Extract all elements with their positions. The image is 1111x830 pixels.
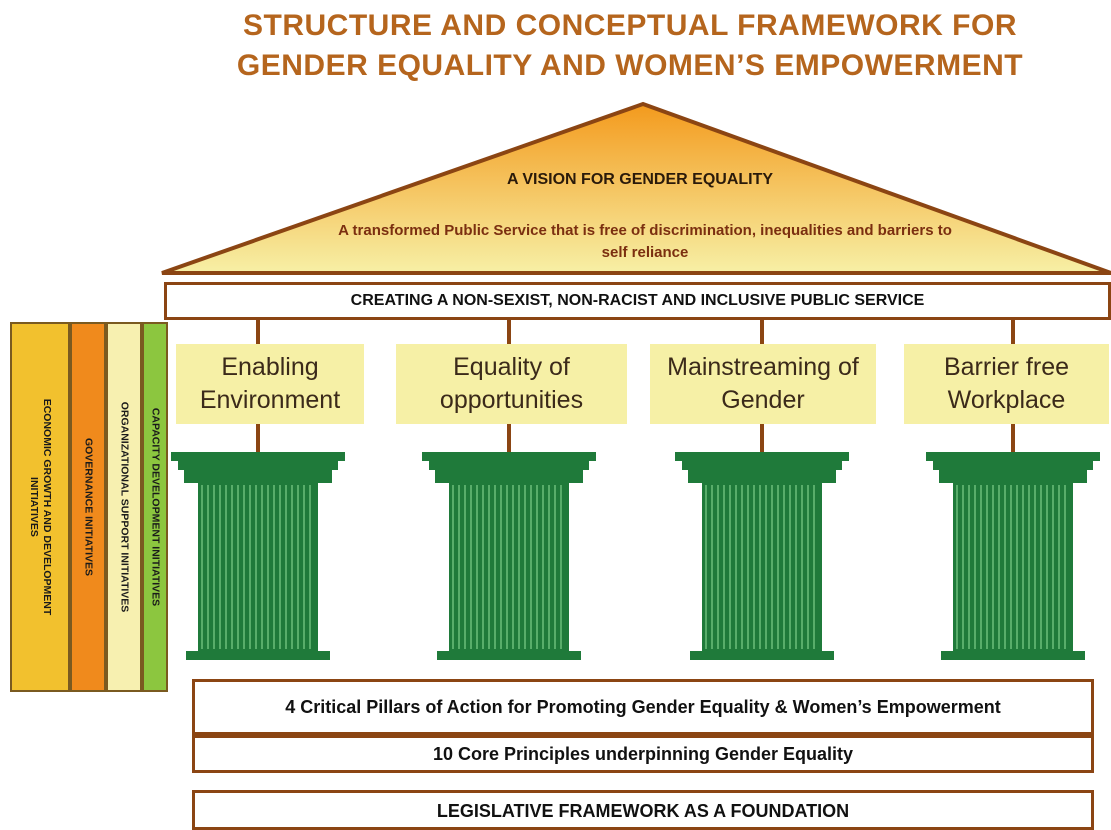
side-initiative-economic-growth: ECONOMIC GROWTH AND DEVELOPMENT INITIATI… <box>10 322 70 692</box>
pillar-label-text: Mainstreaming of Gender <box>667 353 859 414</box>
pillar-label-text: Equality of opportunities <box>439 353 584 414</box>
pillar-label-text: Barrier free Workplace <box>943 353 1070 414</box>
column-capital <box>675 452 849 461</box>
column-capital <box>688 470 836 483</box>
column-capital <box>939 470 1087 483</box>
side-initiative-governance: GOVERNANCE INITIATIVES <box>70 322 106 692</box>
column-shaft <box>198 483 318 651</box>
side-initiative-label: GOVERNANCE INITIATIVES <box>82 437 95 577</box>
side-initiative-capacity-development: CAPACITY DEVELOPMENT INITIATIVES <box>142 322 168 692</box>
column-base <box>690 651 834 660</box>
column-base <box>186 651 330 660</box>
column-shaft <box>449 483 569 651</box>
column-capital <box>926 452 1100 461</box>
critical-pillars-band: 4 Critical Pillars of Action for Promoti… <box>192 679 1094 735</box>
creating-band-label: CREATING A NON-SEXIST, NON-RACIST AND IN… <box>350 292 925 309</box>
column-shaft <box>953 483 1073 651</box>
side-initiative-label: CAPACITY DEVELOPMENT INITIATIVES <box>149 407 162 607</box>
core-principles-label: 10 Core Principles underpinning Gender E… <box>432 743 854 764</box>
legislative-foundation-label: LEGISLATIVE FRAMEWORK AS A FOUNDATION <box>436 801 850 821</box>
column-base <box>437 651 581 660</box>
column-capital <box>184 470 332 483</box>
pillar-label-barrier-free-workplace: Barrier free Workplace <box>904 344 1109 424</box>
diagram-title-line-1: STRUCTURE AND CONCEPTUAL FRAMEWORK FOR <box>243 9 1017 42</box>
column-capital <box>682 461 842 470</box>
side-initiative-label: ECONOMIC GROWTH AND DEVELOPMENT INITIATI… <box>28 398 53 616</box>
core-principles-band: 10 Core Principles underpinning Gender E… <box>192 735 1094 773</box>
vision-heading: A VISION FOR GENDER EQUALITY <box>506 171 774 188</box>
column-capital <box>435 470 583 483</box>
column-capital <box>171 452 345 461</box>
diagram-title-line-2: GENDER EQUALITY AND WOMEN’S EMPOWERMENT <box>236 49 1024 82</box>
critical-pillars-label: 4 Critical Pillars of Action for Promoti… <box>285 697 1001 717</box>
pillar-label-mainstreaming-of-gender: Mainstreaming of Gender <box>650 344 876 424</box>
creating-public-service-band: CREATING A NON-SEXIST, NON-RACIST AND IN… <box>164 282 1111 320</box>
side-initiative-organizational-support: ORGANIZATIONAL SUPPORT INITIATIVES <box>106 322 142 692</box>
legislative-foundation-band: LEGISLATIVE FRAMEWORK AS A FOUNDATION <box>192 790 1094 830</box>
column-shaft <box>702 483 822 651</box>
pillar-columns <box>171 320 1100 660</box>
side-initiative-label: ORGANIZATIONAL SUPPORT INITIATIVES <box>118 401 131 613</box>
column-capital <box>178 461 338 470</box>
column-capital <box>933 461 1093 470</box>
pillar-label-text: Enabling Environment <box>199 353 341 414</box>
pillar-label-equality-of-opportunities: Equality of opportunities <box>396 344 627 424</box>
vision-statement: A transformed Public Service that is fre… <box>338 222 952 261</box>
column-base <box>941 651 1085 660</box>
pillar-label-enabling-environment: Enabling Environment <box>176 344 364 424</box>
column-capital <box>429 461 589 470</box>
roof-triangle <box>161 101 1111 275</box>
column-capital <box>422 452 596 461</box>
